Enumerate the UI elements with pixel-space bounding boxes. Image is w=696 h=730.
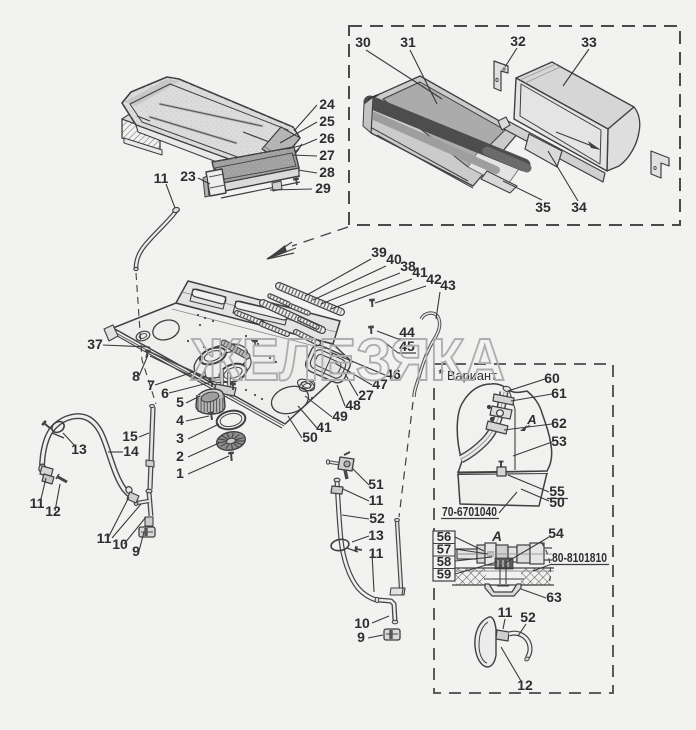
svg-text:1: 1 <box>176 465 184 481</box>
svg-text:12: 12 <box>45 503 61 519</box>
svg-text:62: 62 <box>551 415 567 431</box>
svg-text:28: 28 <box>319 164 335 180</box>
svg-text:A: A <box>526 412 536 427</box>
svg-text:12: 12 <box>517 677 533 693</box>
svg-text:11: 11 <box>154 170 169 186</box>
svg-text:80-8101810: 80-8101810 <box>552 550 607 565</box>
svg-text:49: 49 <box>332 408 348 424</box>
svg-text:A: A <box>491 529 502 544</box>
svg-text:4: 4 <box>176 412 184 428</box>
svg-text:43: 43 <box>440 277 456 293</box>
svg-text:37: 37 <box>87 336 103 352</box>
svg-text:59: 59 <box>437 567 451 582</box>
svg-text:35: 35 <box>535 199 551 215</box>
svg-text:11: 11 <box>30 495 45 511</box>
svg-text:52: 52 <box>369 510 385 526</box>
svg-text:11: 11 <box>97 530 112 546</box>
svg-text:54: 54 <box>548 525 564 541</box>
svg-text:32: 32 <box>510 33 526 49</box>
svg-text:8: 8 <box>132 368 140 384</box>
svg-text:7: 7 <box>147 377 155 393</box>
svg-text:14: 14 <box>123 443 139 459</box>
svg-text:9: 9 <box>132 543 140 559</box>
svg-text:24: 24 <box>319 96 335 112</box>
svg-text:6: 6 <box>161 385 169 401</box>
svg-text:11: 11 <box>498 604 513 620</box>
svg-text:25: 25 <box>319 113 335 129</box>
svg-text:53: 53 <box>551 433 567 449</box>
svg-text:3: 3 <box>176 430 184 446</box>
svg-text:29: 29 <box>315 180 331 196</box>
svg-text:31: 31 <box>400 34 416 50</box>
svg-text:15: 15 <box>122 428 138 444</box>
svg-text:61: 61 <box>551 385 567 401</box>
svg-text:9: 9 <box>357 629 365 645</box>
svg-text:13: 13 <box>368 527 384 543</box>
svg-text:26: 26 <box>319 130 335 146</box>
svg-text:13: 13 <box>71 441 87 457</box>
svg-text:11: 11 <box>369 492 384 508</box>
svg-text:30: 30 <box>355 34 371 50</box>
svg-text:23: 23 <box>180 168 196 184</box>
svg-text:ЖЕЛЕЗЯКА: ЖЕЛЕЗЯКА <box>190 327 505 393</box>
svg-text:34: 34 <box>571 199 587 215</box>
svg-text:52: 52 <box>520 609 536 625</box>
svg-text:60: 60 <box>544 370 560 386</box>
svg-text:70-6701040: 70-6701040 <box>442 504 497 519</box>
svg-text:63: 63 <box>546 589 562 605</box>
svg-text:2: 2 <box>176 448 184 464</box>
svg-text:33: 33 <box>581 34 597 50</box>
svg-text:51: 51 <box>368 476 384 492</box>
svg-text:50: 50 <box>549 494 565 510</box>
svg-text:41: 41 <box>316 419 332 435</box>
svg-text:11: 11 <box>369 545 384 561</box>
svg-text:27: 27 <box>319 147 335 163</box>
svg-text:10: 10 <box>112 536 128 552</box>
svg-text:39: 39 <box>371 244 387 260</box>
svg-text:5: 5 <box>176 394 184 410</box>
svg-text:50: 50 <box>302 429 318 445</box>
